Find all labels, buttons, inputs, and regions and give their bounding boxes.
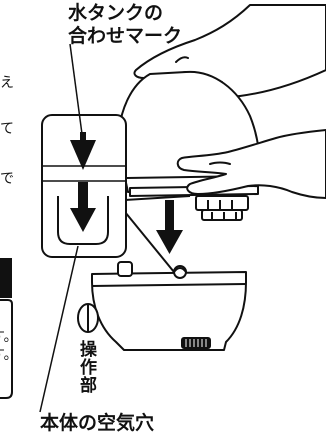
body-vent xyxy=(181,337,211,349)
callout-leaders xyxy=(124,195,191,273)
tank-mark-label-line2: 合わせマーク xyxy=(68,25,183,47)
label-leaders xyxy=(39,43,83,413)
air-hole-leader xyxy=(39,245,79,413)
control-panel-label: 操作部 xyxy=(76,340,96,394)
note-frame xyxy=(0,299,13,399)
edge-text-4: す。 xyxy=(0,329,18,345)
tank-mark-leader xyxy=(69,43,83,135)
humidifier-body xyxy=(77,261,247,351)
zoom-callout xyxy=(41,114,127,258)
down-arrow-bottom-icon xyxy=(70,182,96,232)
tank-cap xyxy=(195,195,249,221)
edge-text-5: す。 xyxy=(0,347,18,363)
tank-mark-cup xyxy=(57,196,109,245)
lower-hand xyxy=(176,129,326,199)
edge-text-2: て xyxy=(0,121,14,137)
edge-text-1: え xyxy=(0,75,14,91)
tank-mark-label-line1: 水タンクの xyxy=(68,2,164,24)
down-arrow-main-icon xyxy=(156,200,183,254)
left-note-box xyxy=(0,258,13,399)
edge-text-3: で xyxy=(0,171,14,187)
down-arrow-top-icon xyxy=(70,132,96,170)
note-tab xyxy=(0,258,12,298)
air-hole-label: 本体の空気穴 xyxy=(40,412,155,434)
